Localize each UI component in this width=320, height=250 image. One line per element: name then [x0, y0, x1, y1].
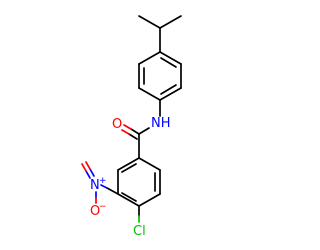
nitro-nitrogen-label: N: [90, 178, 100, 193]
nitro-oxygen-charge: −: [99, 202, 107, 212]
nitro-nitrogen-charge: +: [99, 176, 107, 186]
nitro-group: [81, 161, 119, 204]
aryl-amide-linkage: [121, 99, 161, 159]
amide-nitrogen-label: NH: [151, 116, 171, 131]
upper-benzene-ring: [138, 51, 182, 101]
chemical-structure-diagram: NH O N + O − Cl: [81, 15, 182, 239]
chlorine-label: Cl: [133, 224, 146, 239]
nitro-oxygen-label: O: [90, 204, 100, 219]
isopropyl-group: [138, 15, 182, 53]
amide-oxygen-label: O: [112, 117, 122, 132]
lower-benzene-ring: [117, 157, 161, 207]
